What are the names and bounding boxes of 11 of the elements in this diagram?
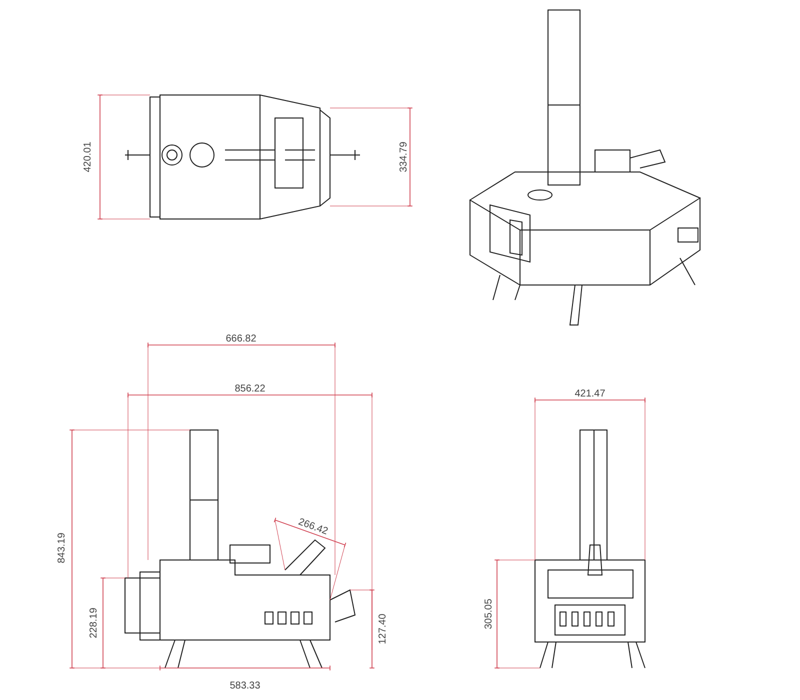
dimension-label: 305.05 bbox=[484, 598, 494, 630]
dimension-label: 856.22 bbox=[234, 384, 266, 394]
dimension-label: 127.40 bbox=[378, 612, 388, 646]
dimension-label: 228.19 bbox=[88, 606, 100, 640]
dimension-label: 421.47 bbox=[574, 388, 606, 400]
dimension-label: 583.33 bbox=[228, 680, 262, 692]
dimension-label: 334.79 bbox=[398, 140, 410, 174]
dimension-label: 843.19 bbox=[56, 532, 68, 564]
dimension-label: 266.42 bbox=[296, 516, 330, 538]
dimension-label: 420.01 bbox=[82, 140, 94, 174]
dimension-label: 666.82 bbox=[224, 334, 258, 344]
